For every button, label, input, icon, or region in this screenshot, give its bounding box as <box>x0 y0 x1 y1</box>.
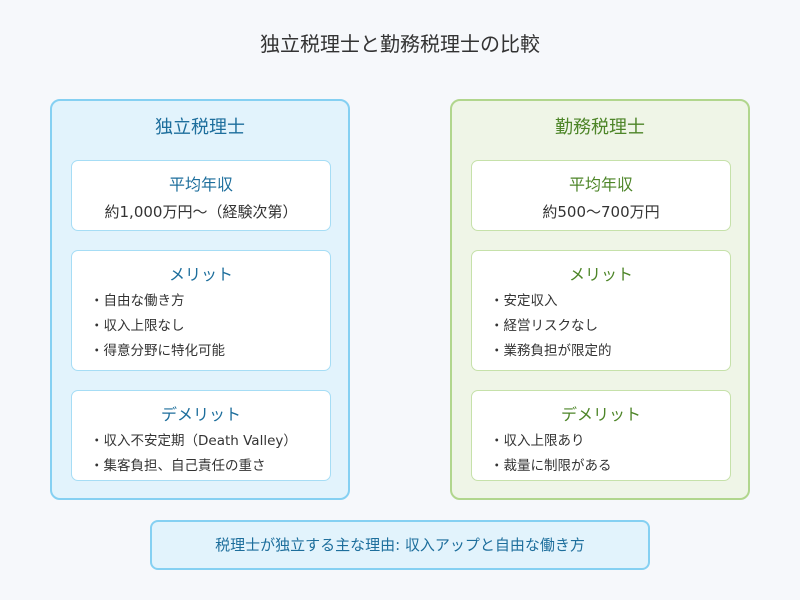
independent-salary-card: 平均年収 約1,000万円～（経験次第） <box>71 160 331 231</box>
employed-salary-label: 平均年収 <box>568 175 633 194</box>
diagram-title: 独立税理士と勤務税理士の比較 <box>260 32 540 56</box>
list-item: 収入不安定期（Death Valley） <box>90 431 297 456</box>
list-item: 得意分野に特化可能 <box>90 341 226 366</box>
employed-demerits-label: デメリット <box>560 405 641 424</box>
list-item: 裁量に制限がある <box>490 456 612 481</box>
list-item: 経営リスクなし <box>490 316 612 341</box>
employed-salary-card: 平均年収 約500～700万円 <box>471 160 731 231</box>
summary-banner: 税理士が独立する主な理由: 収入アップと自由な働き方 <box>150 520 650 570</box>
employed-demerits-card: デメリット 収入上限あり 裁量に制限がある <box>471 390 731 481</box>
independent-salary-value: 約1,000万円～（経験次第） <box>104 203 298 221</box>
independent-demerits-card: デメリット 収入不安定期（Death Valley） 集客負担、自己責任の重さ <box>71 390 331 481</box>
independent-demerits-label: デメリット <box>160 405 241 424</box>
list-item: 収入上限なし <box>90 316 225 341</box>
list-item: 収入上限あり <box>490 431 612 456</box>
list-item: 安定収入 <box>490 291 612 316</box>
employed-salary-value: 約500～700万円 <box>542 203 660 221</box>
employed-merits-list: 安定収入 経営リスクなし 業務負担が限定的 <box>490 291 612 366</box>
employed-demerits-list: 収入上限あり 裁量に制限がある <box>490 431 612 481</box>
employed-column: 勤務税理士 平均年収 約500～700万円 メリット 安定収入 経営リスクなし … <box>450 99 750 500</box>
independent-merits-list: 自由な働き方 収入上限なし 得意分野に特化可能 <box>90 291 226 366</box>
independent-column: 独立税理士 平均年収 約1,000万円～（経験次第） メリット 自由な働き方 収… <box>50 99 350 500</box>
independent-merits-card: メリット 自由な働き方 収入上限なし 得意分野に特化可能 <box>71 250 331 371</box>
independent-merits-label: メリット <box>168 265 233 284</box>
list-item: 集客負担、自己責任の重さ <box>90 456 297 481</box>
employed-merits-label: メリット <box>568 265 633 284</box>
list-item: 業務負担が限定的 <box>490 341 612 366</box>
independent-demerits-list: 収入不安定期（Death Valley） 集客負担、自己責任の重さ <box>90 431 297 481</box>
employed-heading: 勤務税理士 <box>555 117 645 138</box>
employed-merits-card: メリット 安定収入 経営リスクなし 業務負担が限定的 <box>471 250 731 371</box>
independent-heading: 独立税理士 <box>155 117 245 138</box>
independent-salary-label: 平均年収 <box>168 175 233 194</box>
list-item: 自由な働き方 <box>90 291 225 316</box>
